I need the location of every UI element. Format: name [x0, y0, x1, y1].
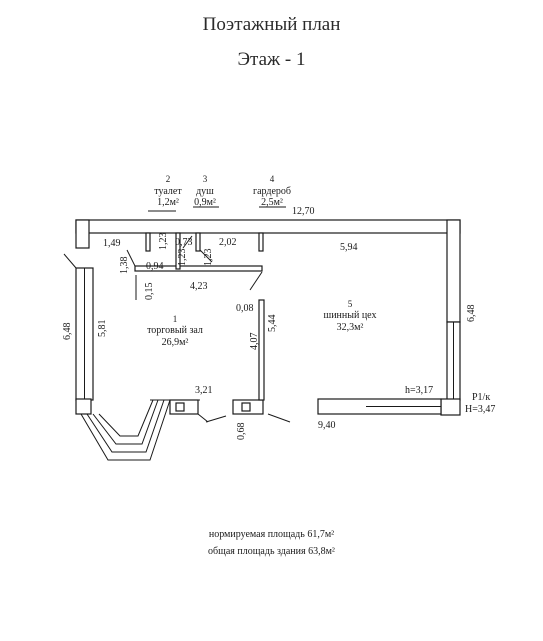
dim-1-38: 1,38 [119, 257, 130, 275]
partition-horizontal [134, 265, 263, 272]
dim-5-81: 5,81 [97, 320, 108, 338]
floor-label: Этаж - 1 [237, 49, 306, 70]
room-3-area: 0,9м² [194, 197, 216, 208]
dim-5-94: 5,94 [340, 242, 358, 253]
right-corner-pier [440, 398, 461, 416]
dim-1-23-a: 1,23 [158, 233, 169, 251]
partition-vertical [258, 299, 265, 401]
dim-9-40: 9,40 [318, 420, 336, 431]
room-5-number: 5 [348, 299, 353, 309]
dim-6-48-right: 6,48 [466, 305, 477, 323]
dim-0-73: 0,73 [175, 237, 193, 248]
dim-2-02: 2,02 [219, 237, 237, 248]
dim-5-44: 5,44 [267, 315, 278, 333]
room-5-area: 32,3м² [337, 322, 364, 333]
plan-title: Поэтажный план [202, 14, 341, 35]
dim-h-3-17: h=3,17 [405, 385, 433, 396]
dim-0-08: 0,08 [236, 303, 254, 314]
dim-1-49: 1,49 [103, 238, 121, 249]
room-4-number: 4 [270, 174, 275, 184]
room-3-name: душ [196, 186, 214, 197]
dim-0-94: 0,94 [146, 261, 164, 272]
room-2-name: туалет [154, 186, 182, 197]
dim-p1k: Р1/к [472, 392, 490, 403]
dim-0-68: 0,68 [236, 423, 247, 441]
dim-4-23: 4,23 [190, 281, 208, 292]
room-5-name: шинный цех [324, 310, 377, 321]
left-corner-pier [75, 398, 92, 415]
top-wall [75, 219, 461, 234]
bay-window-outer [80, 399, 171, 461]
right-wall-upper [446, 219, 461, 323]
door-swing-bottom-left [205, 415, 227, 423]
door-swing-bottom-right [267, 413, 291, 423]
room-2-number: 2 [166, 174, 171, 184]
room-1-number: 1 [173, 314, 178, 324]
left-top-wall [75, 219, 90, 249]
dim-4-07: 4,07 [249, 333, 260, 351]
dim-h-3-47: Н=3,47 [465, 404, 495, 415]
dim-3-21: 3,21 [195, 385, 213, 396]
dim-1-23-b: 1,23 [177, 249, 188, 267]
dim-6-48-left: 6,48 [62, 323, 73, 341]
total-area-note: общая площадь здания 63,8м² [208, 546, 335, 557]
room-3-number: 3 [203, 174, 208, 184]
dim-1-23-c: 1,23 [203, 249, 214, 267]
normative-area-note: нормируемая площадь 61,7м² [208, 529, 335, 540]
door-swing-left [63, 253, 77, 269]
dim-0-15: 0,15 [144, 283, 155, 301]
room-2-area: 1,2м² [157, 197, 179, 208]
room-4-area: 2,5м² [261, 197, 283, 208]
room-1-name: торговый зал [147, 325, 203, 336]
room-4-name: гардероб [253, 186, 291, 197]
dim-12-70: 12,70 [292, 206, 315, 217]
room-1-area: 26,9м² [162, 337, 189, 348]
